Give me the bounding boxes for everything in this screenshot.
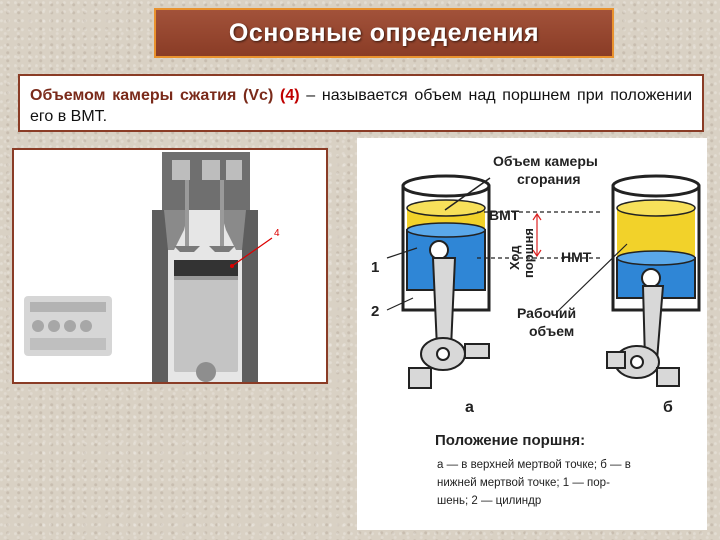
label-chamber-1: Объем камеры xyxy=(493,153,598,169)
cylinder-b xyxy=(607,176,699,386)
label-cylinder-number: 2 xyxy=(371,303,379,320)
cylinder-a xyxy=(403,176,489,388)
label-position-b: б xyxy=(663,399,673,416)
label-stroke-1: Ход xyxy=(507,245,522,270)
caption-line-2: нижней мертвой точке; 1 — пор- xyxy=(437,477,610,489)
caption-title: Положение поршня: xyxy=(435,432,585,449)
caption-line-3: шень; 2 — цилиндр xyxy=(437,495,541,507)
label-bdc: НМТ xyxy=(561,249,592,265)
caption-line-1: а — в верхней мертвой точке; б — в xyxy=(437,459,631,471)
slide-title: Основные определения xyxy=(229,19,539,48)
label-chamber-2: сгорания xyxy=(517,171,581,187)
title-banner: Основные определения xyxy=(154,8,614,58)
definition-term: Объемом камеры сжатия (Vc) xyxy=(30,87,273,104)
engine-block-image xyxy=(24,296,112,356)
engine-cutaway-figure: 4 xyxy=(12,148,328,384)
label-piston-number: 1 xyxy=(371,259,379,276)
label-stroke-2: поршня xyxy=(521,228,536,278)
definition-box: Объемом камеры сжатия (Vc) (4) – называе… xyxy=(18,74,704,132)
compression-chamber xyxy=(174,260,238,276)
label-tdc: ВМТ xyxy=(489,207,520,223)
piston-position-diagram: Объем камеры сгорания ВМТ НМТ Ход поршня… xyxy=(357,138,707,530)
label-working-1: Рабочий xyxy=(517,305,576,321)
label-position-a: а xyxy=(465,399,474,416)
label-working-2: объем xyxy=(529,323,574,339)
piston xyxy=(174,276,238,372)
definition-number: (4) xyxy=(280,87,300,104)
engine-cutaway-illustration: 4 xyxy=(14,150,326,382)
callout-label: 4 xyxy=(274,228,280,239)
piston-diagram-svg: Объем камеры сгорания ВМТ НМТ Ход поршня… xyxy=(357,138,707,530)
